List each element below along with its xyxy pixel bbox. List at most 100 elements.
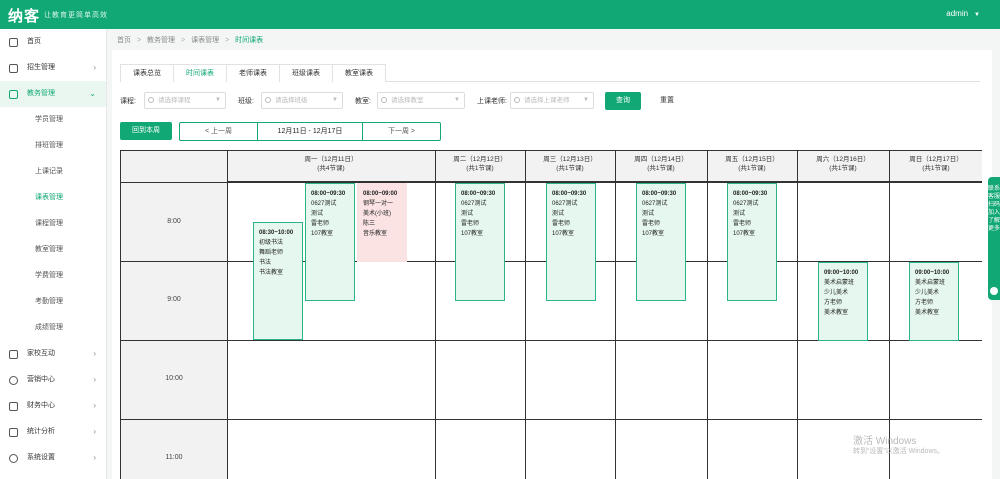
lesson-course: 美术启蒙班 bbox=[915, 280, 946, 286]
sidebar-item-home[interactable]: 首页 bbox=[0, 29, 106, 55]
breadcrumb-separator: > bbox=[137, 37, 142, 44]
float-tab-text: 联系客服 扫码加入 了解更多 bbox=[988, 186, 1000, 232]
day-count: (共4节课) bbox=[317, 165, 345, 172]
sidebar-item-marketing[interactable]: 营销中心› bbox=[0, 367, 106, 393]
sidebar-subitem-timetable[interactable]: 课表管理 bbox=[35, 194, 63, 201]
tab-teacher-schedule[interactable]: 老师课表 bbox=[226, 64, 280, 82]
teacher-placeholder: 请选择上课老师 bbox=[524, 97, 570, 104]
sidebar-item-home-school[interactable]: 家校互动› bbox=[0, 341, 106, 367]
day-name: 周六（12月16日） bbox=[816, 156, 870, 163]
sidebar-subitem-attendance[interactable]: 考勤管理 bbox=[35, 298, 63, 305]
gear-icon bbox=[9, 454, 18, 463]
main-panel: 课表总览 时间课表 老师课表 班级课表 教室课表 课程: 请选择课程▼ 班级: … bbox=[112, 50, 992, 479]
chevron-right-icon: › bbox=[93, 375, 96, 384]
lesson-course: 钢琴一对一 bbox=[363, 201, 394, 207]
lesson-time: 08:30~10:00 bbox=[259, 230, 294, 236]
customer-service-tab[interactable]: 联系客服 扫码加入 了解更多 bbox=[988, 177, 1000, 300]
day-name: 周日（12月17日） bbox=[909, 156, 963, 163]
sidebar-item-statistics[interactable]: 统计分析› bbox=[0, 419, 106, 445]
day-name: 周五（12月15日） bbox=[725, 156, 779, 163]
breadcrumb-item[interactable]: 课表管理 bbox=[191, 37, 220, 44]
search-icon bbox=[514, 97, 520, 103]
breadcrumb-item[interactable]: 教务管理 bbox=[147, 37, 176, 44]
grid-line bbox=[797, 151, 798, 479]
lesson-teacher: 方老师 bbox=[915, 300, 934, 306]
logo: 纳客 bbox=[8, 8, 41, 25]
sidebar-item-label: 系统设置 bbox=[27, 454, 55, 461]
grid-line bbox=[525, 151, 526, 479]
lesson-class: 测试 bbox=[311, 211, 324, 217]
sidebar-item-label: 招生管理 bbox=[27, 64, 55, 71]
search-icon bbox=[381, 97, 387, 103]
sidebar-item-finance[interactable]: 财务中心› bbox=[0, 393, 106, 419]
lesson-teacher: 雷老师 bbox=[311, 221, 330, 227]
lesson-room: 音乐教室 bbox=[363, 231, 388, 237]
sidebar-subitem-classrooms[interactable]: 教室管理 bbox=[35, 246, 63, 253]
lesson-teacher: 雷老师 bbox=[733, 221, 752, 227]
lesson-course: 0627测试 bbox=[552, 201, 578, 207]
room-select[interactable]: 请选择教室▼ bbox=[377, 92, 465, 109]
time-label: 9:00 bbox=[167, 296, 181, 303]
week-range: 12月11日 - 12月17日 bbox=[277, 128, 343, 135]
megaphone-icon bbox=[9, 376, 18, 385]
sidebar-subitem-grades[interactable]: 成绩管理 bbox=[35, 324, 63, 331]
class-select[interactable]: 请选择班级▼ bbox=[261, 92, 343, 109]
sidebar-subitem-records[interactable]: 上课记录 bbox=[35, 168, 63, 175]
sidebar-item-academic[interactable]: 教务管理⌄ bbox=[0, 81, 106, 107]
sidebar-subitem-tuition[interactable]: 学费管理 bbox=[35, 272, 63, 279]
this-week-button[interactable]: 回到本周 bbox=[120, 122, 172, 140]
day-count: (共1节课) bbox=[466, 165, 494, 172]
lesson-room: 107教室 bbox=[461, 231, 484, 237]
lesson-teacher: 雷老师 bbox=[552, 221, 571, 227]
tab-time-schedule[interactable]: 时间课表 bbox=[173, 64, 227, 82]
query-button[interactable]: 查询 bbox=[605, 92, 641, 110]
day-header-wed: 周三（12月13日）(共1节课) bbox=[525, 151, 615, 182]
tab-class-schedule[interactable]: 班级课表 bbox=[279, 64, 333, 82]
sidebar-item-enrollment[interactable]: 招生管理› bbox=[0, 55, 106, 81]
search-icon bbox=[265, 97, 271, 103]
lesson-class: 测试 bbox=[552, 211, 565, 217]
course-select[interactable]: 请选择课程▼ bbox=[144, 92, 226, 109]
activation-watermark-title: 激活 Windows bbox=[853, 436, 917, 447]
sidebar-subitem-courses[interactable]: 课程管理 bbox=[35, 220, 63, 227]
sidebar-item-label: 财务中心 bbox=[27, 402, 55, 409]
lesson-teacher: 陈三 bbox=[363, 221, 376, 227]
day-name: 周一（12月11日） bbox=[304, 156, 358, 163]
grid-line bbox=[227, 151, 228, 479]
day-count: (共1节课) bbox=[829, 165, 857, 172]
tab-room-schedule[interactable]: 教室课表 bbox=[332, 64, 386, 82]
prev-week-button[interactable]: < 上一周 bbox=[180, 123, 258, 140]
activation-watermark-subtitle: 转到“设置”以激活 Windows。 bbox=[853, 448, 945, 455]
sidebar-item-settings[interactable]: 系统设置 › bbox=[0, 445, 106, 471]
next-week-button[interactable]: 下一周 > bbox=[362, 123, 440, 140]
class-label: 班级: bbox=[238, 98, 254, 105]
sidebar-subitem-scheduling[interactable]: 排班管理 bbox=[35, 142, 63, 149]
breadcrumb: 首页> 教务管理> 课表管理> 时间课表 bbox=[117, 35, 265, 45]
reset-button[interactable]: 重置 bbox=[660, 97, 674, 104]
class-placeholder: 请选择班级 bbox=[275, 97, 308, 104]
lesson-time: 08:00~09:30 bbox=[552, 191, 587, 197]
user-menu[interactable]: admin▼ bbox=[946, 9, 980, 18]
lesson-teacher: 书法 bbox=[259, 260, 272, 266]
teacher-select[interactable]: 请选择上课老师▼ bbox=[510, 92, 594, 109]
lesson-room: 107教室 bbox=[311, 231, 334, 237]
chat-icon bbox=[9, 350, 18, 359]
chevron-down-icon: ⌄ bbox=[89, 89, 96, 98]
breadcrumb-item[interactable]: 首页 bbox=[117, 37, 131, 44]
chevron-right-icon: › bbox=[93, 453, 96, 462]
lesson-teacher: 方老师 bbox=[824, 300, 843, 306]
sidebar-subitem-students[interactable]: 学员管理 bbox=[35, 116, 63, 123]
tab-overview[interactable]: 课表总览 bbox=[120, 64, 174, 82]
time-column bbox=[121, 151, 227, 479]
lesson-time: 08:00~09:30 bbox=[733, 191, 768, 197]
top-header: 纳客 让教育更简单高效 admin▼ bbox=[0, 0, 1000, 29]
